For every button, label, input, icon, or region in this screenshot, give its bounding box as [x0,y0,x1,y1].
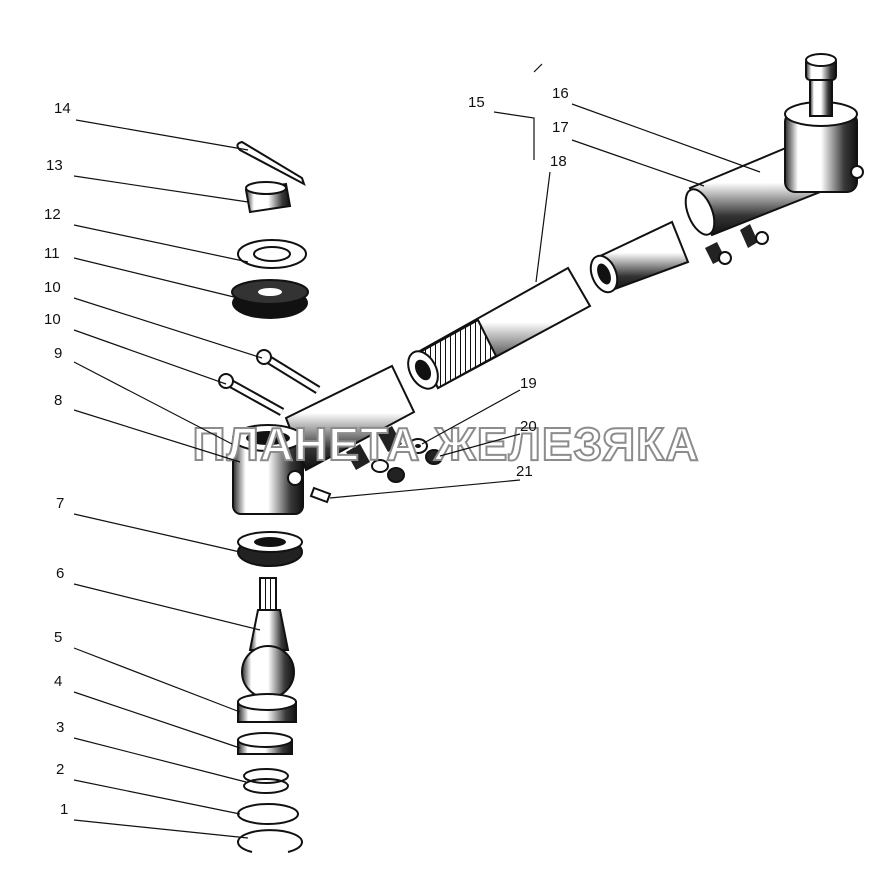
callout-7: 7 [56,495,64,512]
plug-2 [237,803,299,825]
callout-17: 17 [552,119,569,136]
callout-6: 6 [56,565,64,582]
leader-lines [73,63,761,839]
tie-rod-head-left [232,364,416,515]
callout-3: 3 [56,719,64,736]
callout-20: 20 [520,418,537,435]
callout-16: 16 [552,85,569,102]
ball-pin-6-taper [248,609,290,651]
clamp-boss-right [740,224,758,248]
callout-labels: 14 13 12 11 10 10 9 8 7 6 5 4 3 2 1 15 1… [44,85,569,818]
upper-stack [231,140,309,319]
callout-5: 5 [54,629,62,646]
ball-pin-6-ball [241,645,295,699]
bolt-head-lower [218,373,234,389]
ball-pin-6-shank [259,577,277,611]
callout-1: 1 [60,801,68,818]
callout-10-lower: 10 [44,311,61,328]
small-hardware [309,438,443,504]
watermark-text: ПЛАНЕТА ЖЕЛЕЗЯКА [193,418,700,470]
callout-18: 18 [550,153,567,170]
clamp-nut-right [755,231,769,245]
grease-nipple-21 [309,486,332,504]
callout-19: 19 [520,375,537,392]
callout-13: 13 [46,157,63,174]
tie-rod-tube-right [407,53,864,390]
callout-14: 14 [54,100,71,117]
clamp-bolts-10 [218,349,321,416]
callout-2: 2 [56,761,64,778]
callout-10-upper: 10 [44,279,61,296]
grease-fitting-9 [287,470,303,486]
ball-pin-top [809,77,833,117]
callout-12: 12 [44,206,61,223]
clamp-nut-right-2 [718,251,732,265]
callout-21: 21 [516,463,533,480]
lower-stack [237,531,303,853]
nut-20 [425,449,443,465]
cotter-pin-14 [236,140,306,187]
callout-4: 4 [54,673,62,690]
callout-9: 9 [54,345,62,362]
callout-8: 8 [54,392,62,409]
snap-ring-1 [237,829,303,853]
callout-11: 11 [44,245,60,262]
callout-15: 15 [468,94,485,111]
clamp-boss-left [346,444,370,470]
